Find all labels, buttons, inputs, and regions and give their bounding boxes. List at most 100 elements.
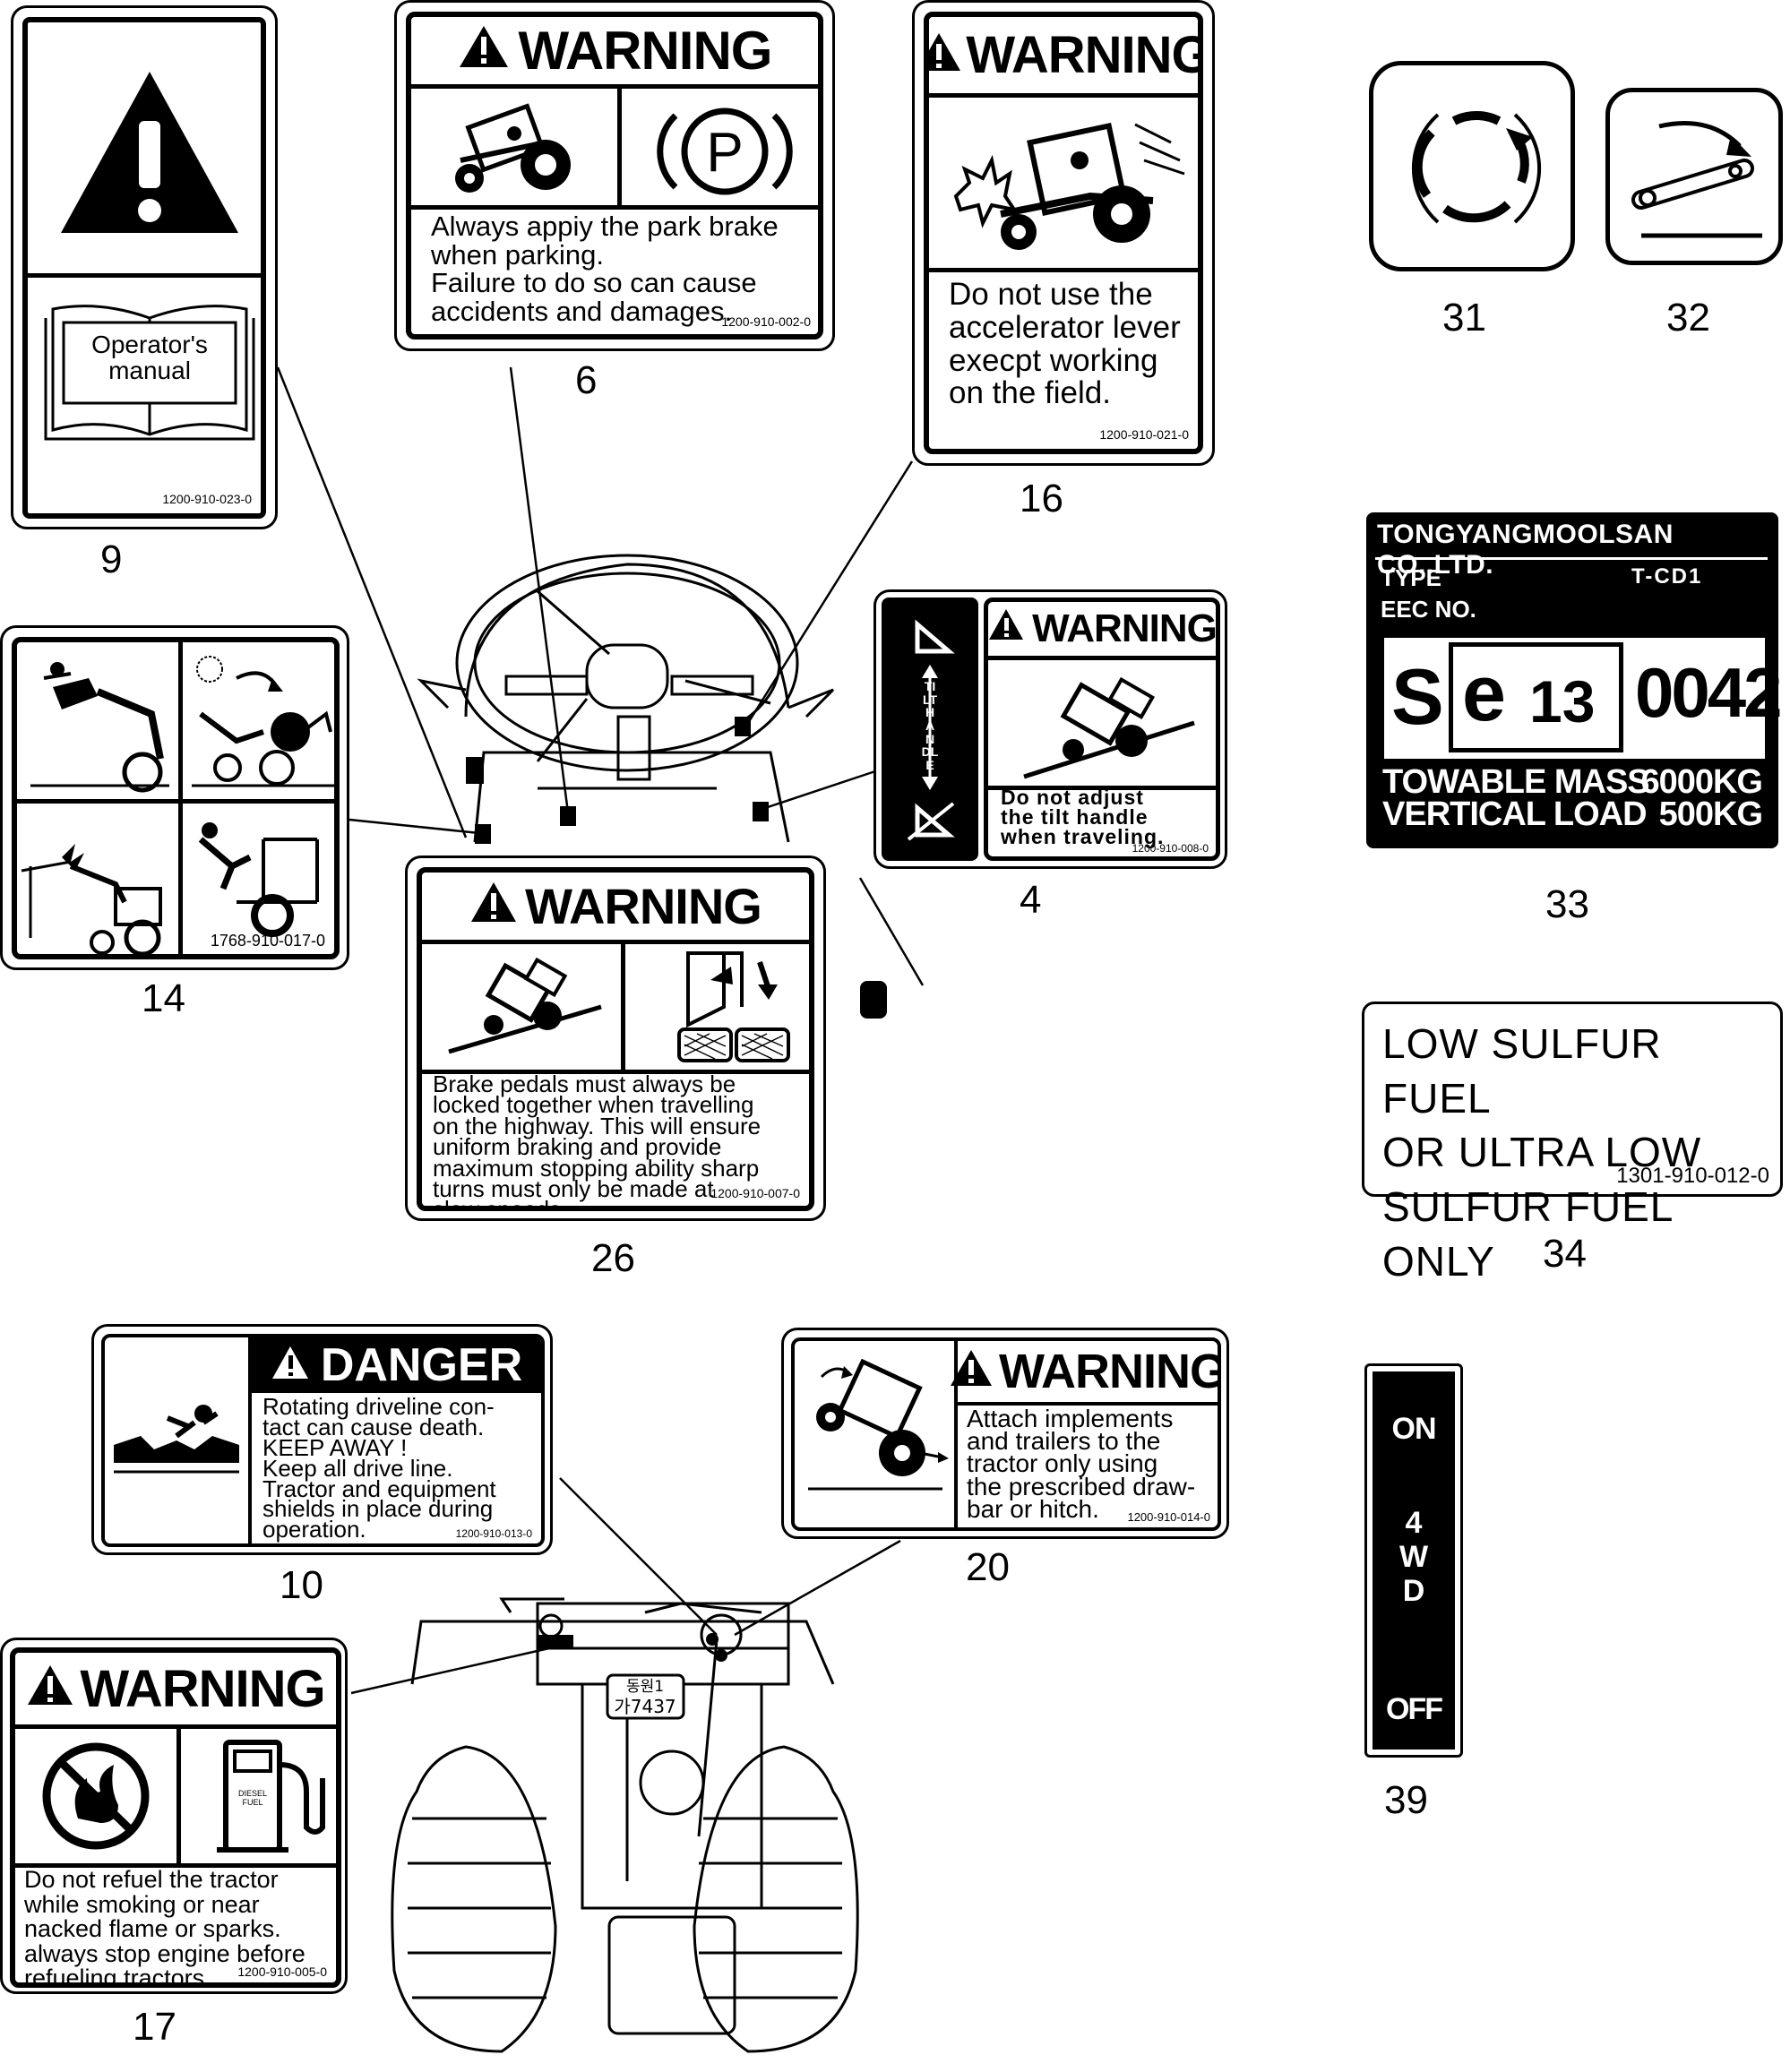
plate-company: TONGYANGMOOLSAN CO..LTD. [1377, 520, 1674, 580]
label-17-code: 1200-910-005-0 [237, 1965, 327, 1979]
plate-s: S [1391, 652, 1444, 741]
label-6-text: Always appiy the park brake when parking… [431, 211, 779, 327]
label-26-header: WARNING [422, 873, 809, 944]
warning-triangle-icon [949, 1344, 994, 1399]
callout-4: 4 [1020, 878, 1042, 922]
fuel-pump-text: DIESEL FUEL [237, 1789, 267, 1807]
tilt-handle-icon [907, 619, 955, 841]
label-9-code: 1200-910-023-0 [162, 492, 252, 506]
label-9-operators-manual: Operator's manual 1200-910-023-0 [11, 5, 278, 529]
warning-triangle-icon [28, 22, 261, 278]
callout-34: 34 [1543, 1232, 1587, 1276]
label-39-on: ON [1391, 1412, 1437, 1446]
label-10-header: DANGER [252, 1337, 541, 1393]
warning-triangle-icon [458, 20, 510, 82]
label-39-off: OFF [1386, 1692, 1443, 1726]
label-26-brake-pedals: WARNING Brake ped [405, 855, 826, 1221]
label-6-header: WARNING [411, 17, 818, 89]
brake-pedal-lock-icon [625, 944, 809, 1074]
tractor-rear-drawing [391, 1597, 859, 2053]
label-16-header: WARNING [929, 17, 1198, 98]
label-20-header: WARNING [951, 1341, 1218, 1406]
label-34-text: LOW SULFUR FUEL OR ULTRA LOW SULFUR FUEL… [1382, 1020, 1702, 1285]
label-20-attach-implements: WARNING Attach implements and trailers t… [781, 1328, 1229, 1539]
callout-39: 39 [1384, 1778, 1428, 1822]
warning-triangle-icon [26, 1659, 74, 1719]
plate-line1: 동원1 [626, 1678, 664, 1696]
loader-fall-icon [17, 642, 183, 804]
danger-triangle-icon [271, 1338, 310, 1392]
plate-eec-label: EEC NO. [1381, 596, 1476, 623]
label-16-code: 1200-910-021-0 [1099, 427, 1189, 442]
callout-20: 20 [966, 1545, 1010, 1589]
label-16-text: Do not use the accelerator lever execpt … [949, 277, 1181, 411]
label-20-code: 1200-910-014-0 [1127, 1510, 1210, 1524]
tilt-handle-side-text: TILT HANDLE [921, 679, 939, 773]
plate-type-value: T-CD1 [1631, 564, 1703, 589]
label-16-accelerator: WARNING Do not use the accelerator lever… [912, 0, 1215, 466]
label-17-text: Do not refuel the tractor while smoking … [24, 1866, 306, 1988]
svg-text:P: P [706, 122, 743, 184]
label-6-park-brake: WARNING P Always appiy the park brake wh… [394, 0, 835, 351]
plate-line2: 가7437 [614, 1696, 676, 1717]
no-flame-icon [15, 1729, 181, 1868]
warning-triangle-icon [929, 25, 962, 85]
plate-e-box: e 13 [1449, 642, 1623, 752]
label-34-code: 1301-910-012-0 [1616, 1164, 1769, 1188]
falling-person-icon [183, 804, 334, 954]
label-14-pictograms: 1768-910-017-0 [0, 625, 349, 970]
label-32-lever [1605, 88, 1783, 265]
tractor-dashboard-drawing [417, 554, 835, 843]
leader-lines [276, 366, 925, 1695]
label-6-code: 1200-910-002-0 [721, 314, 811, 329]
label-4-code: 1200-910-008-0 [1132, 842, 1209, 855]
powerline-icon [17, 804, 183, 954]
callout-31: 31 [1442, 296, 1486, 340]
tractor-tip-icon [422, 944, 625, 1074]
label-39-d: D [1402, 1574, 1425, 1608]
label-31-rotation [1369, 61, 1575, 271]
plate-towable-label: TOWABLE MASS [1382, 763, 1650, 801]
plate-vertical-label: VERTICAL LOAD [1382, 795, 1648, 833]
callout-10: 10 [280, 1563, 323, 1607]
label-39-panel: ON 4 W D OFF [1373, 1371, 1455, 1750]
callout-33: 33 [1545, 882, 1589, 926]
label-26-code: 1200-910-007-0 [710, 1186, 800, 1200]
label-4-header: WARNING [988, 602, 1216, 660]
warning-triangle-icon [988, 606, 1025, 651]
label-10-code: 1200-910-013-0 [455, 1527, 532, 1540]
tilt-handle-side-panel: TILT HANDLE [882, 598, 978, 861]
tractor-crash-icon [929, 98, 1198, 272]
lever-icon [1631, 120, 1762, 238]
label-17-header: WARNING [15, 1653, 336, 1729]
tractor-rollover-icon [411, 89, 622, 210]
label-39-four: 4 [1405, 1506, 1423, 1540]
label-39-4wd: ON 4 W D OFF [1364, 1363, 1463, 1758]
callout-6: 6 [575, 358, 598, 402]
callout-26: 26 [591, 1236, 635, 1280]
label-4-text: Do not adjust the tilt handle when trave… [1001, 786, 1165, 848]
book-icon [28, 282, 261, 452]
warning-triangle-icon [469, 877, 518, 935]
label-14-code: 1768-910-017-0 [210, 932, 325, 950]
label-20-text: Attach implements and trailers to the tr… [967, 1405, 1196, 1523]
label-33-type-plate: TONGYANGMOOLSAN CO..LTD. TYPE T-CD1 EEC … [1366, 512, 1783, 848]
label-4-tilt-handle: TILT HANDLE WARNING Do not adjust the ti… [873, 589, 1227, 869]
bale-crush-icon [183, 642, 334, 804]
label-39-w: W [1398, 1540, 1429, 1574]
book-text: Operator's manual [91, 331, 208, 385]
label-34-low-sulfur: LOW SULFUR FUEL OR ULTRA LOW SULFUR FUEL… [1362, 1002, 1783, 1285]
label-10-text: Rotating driveline con- tact can cause d… [262, 1393, 496, 1543]
dashboard-decals [466, 717, 887, 1019]
plate-type-label: TYPE [1381, 564, 1441, 591]
tractor-flip-back-icon [795, 1341, 958, 1527]
plate-towable-value: 6000KG [1640, 763, 1763, 801]
callout-32: 32 [1666, 296, 1710, 340]
callout-16: 16 [1020, 477, 1063, 520]
driveline-entangle-icon [105, 1337, 252, 1543]
rotation-arrow-icon [1411, 111, 1542, 224]
tractor-tip-icon [988, 660, 1216, 790]
label-17-refuel: WARNING DIESEL FUEL Do not refuel the tr… [0, 1638, 348, 1994]
plate-approval-box: S e 13 0042 [1384, 638, 1783, 759]
